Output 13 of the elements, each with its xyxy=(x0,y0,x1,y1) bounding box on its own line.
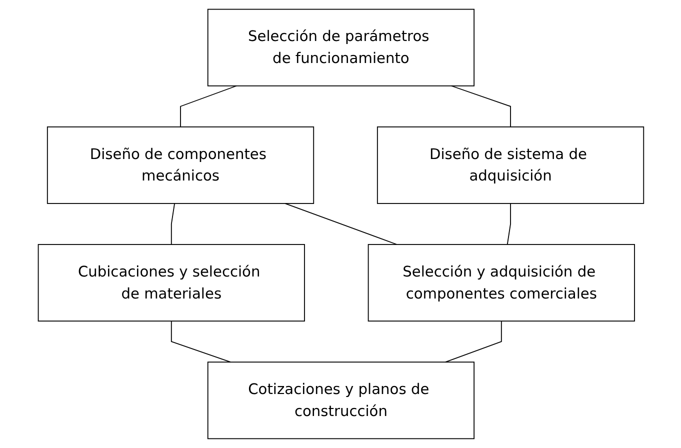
connector xyxy=(170,320,231,363)
connector xyxy=(450,85,510,128)
node-box: Cotizaciones y planos de construcción xyxy=(206,362,474,440)
connector xyxy=(284,203,397,245)
connector xyxy=(444,320,502,363)
node-box: Selección y adquisición de componentes comerciales xyxy=(367,244,634,322)
node-box: Cubicaciones y selección de materiales xyxy=(37,244,304,322)
node-box: Diseño de componentes mecánicos xyxy=(46,126,314,204)
node-box: Selección de parámetros de funcionamiento xyxy=(206,8,474,86)
connector xyxy=(180,85,236,128)
connector xyxy=(170,203,175,245)
connector xyxy=(506,203,510,245)
node-box: Diseño de sistema de adquisición xyxy=(376,126,644,204)
